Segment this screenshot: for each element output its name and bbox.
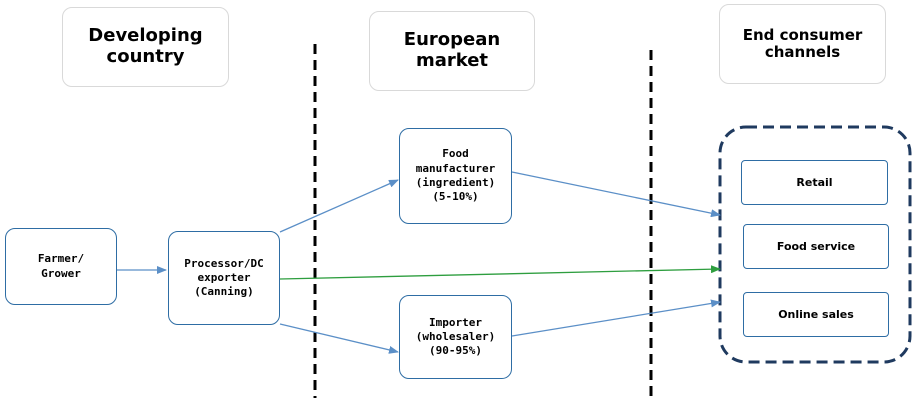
node-food-manufacturer: Food manufacturer (ingredient) (5-10%) [399, 128, 512, 224]
arrow-processor-to-importer [279, 323, 399, 354]
node-processor-exporter: Processor/DC exporter (Canning) [168, 231, 280, 325]
arrow-manufacturer-to-channels [511, 171, 721, 218]
node-farmer-grower: Farmer/ Grower [5, 228, 117, 305]
arrow-processor-to-manufacturer [279, 179, 399, 233]
channel-online-sales: Online sales [743, 292, 889, 337]
arrow-processor-to-channels-direct [279, 265, 721, 280]
node-importer-wholesaler: Importer (wholesaler) (90-95%) [399, 295, 512, 379]
channel-food-service: Food service [743, 224, 889, 269]
header-european-market: European market [369, 11, 535, 91]
header-developing-country: Developing country [62, 7, 229, 87]
arrow-importer-to-channels [511, 299, 721, 337]
header-end-consumer-channels: End consumer channels [719, 4, 886, 84]
consumer-channels-container [718, 125, 912, 364]
channel-retail: Retail [741, 160, 888, 205]
